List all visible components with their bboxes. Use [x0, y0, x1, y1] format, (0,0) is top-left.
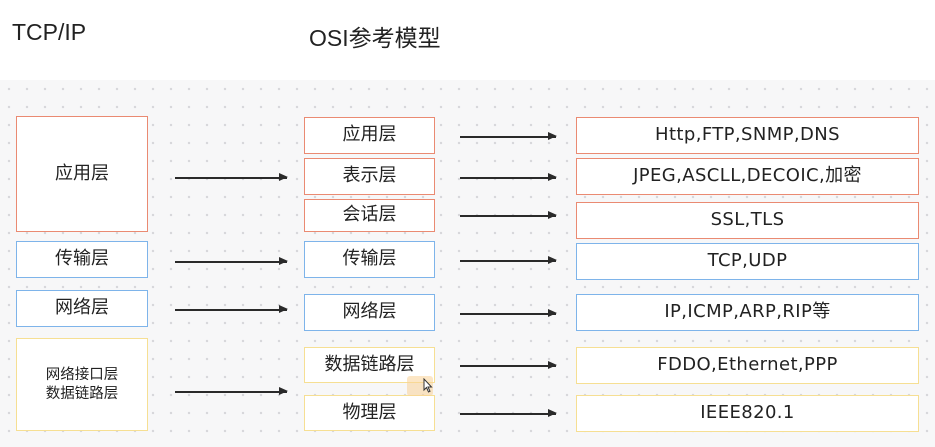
tcpip-transport-layer: 传输层 [16, 241, 148, 278]
osi-transport-layer: 传输层 [304, 241, 435, 278]
protocols-physical: IEEE820.1 [576, 395, 919, 432]
arrow-osi-transport [460, 257, 557, 263]
protocols-application: Http,FTP,SNMP,DNS [576, 117, 919, 154]
tcpip-link-label-2: 数据链路层 [45, 385, 119, 402]
arrow-network [175, 306, 288, 312]
protocols-data-link: FDDO,Ethernet,PPP [576, 347, 919, 384]
arrow-transport [175, 258, 288, 264]
tcpip-application-layer: 应用层 [16, 116, 148, 232]
protocols-network: IP,ICMP,ARP,RIP等 [576, 294, 919, 331]
tcpip-link-label-1: 网络接口层 [45, 367, 119, 384]
arrow-link [175, 388, 288, 394]
arrow-osi-session [460, 212, 557, 218]
tcpip-link-layer: 网络接口层 数据链路层 [16, 338, 148, 431]
osi-presentation-layer: 表示层 [304, 158, 435, 195]
osi-title: OSI参考模型 [309, 25, 441, 51]
osi-physical-layer: 物理层 [304, 395, 435, 431]
mouse-cursor-icon [407, 376, 433, 396]
arrow-osi-network [460, 310, 557, 316]
protocols-transport: TCP,UDP [576, 243, 919, 280]
arrow-osi-physical [460, 410, 557, 416]
osi-network-layer: 网络层 [304, 294, 435, 331]
osi-application-layer: 应用层 [304, 117, 435, 154]
tcpip-title: TCP/IP [12, 19, 87, 45]
osi-session-layer: 会话层 [304, 199, 435, 232]
arrow-osi-data-link [460, 362, 557, 368]
tcpip-network-layer: 网络层 [16, 290, 148, 327]
protocols-presentation: JPEG,ASCLL,DECOIC,加密 [576, 158, 919, 195]
arrow-application [175, 174, 288, 180]
arrow-osi-application [460, 133, 557, 139]
header: TCP/IP OSI参考模型 [0, 0, 935, 80]
protocols-session: SSL,TLS [576, 202, 919, 239]
arrow-osi-presentation [460, 174, 557, 180]
